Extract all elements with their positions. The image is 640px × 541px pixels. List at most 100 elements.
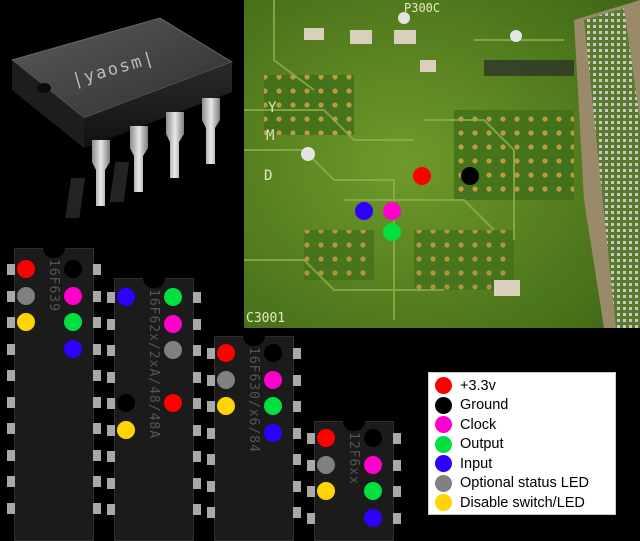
pin-right xyxy=(293,348,301,359)
pin-left xyxy=(7,290,15,302)
pin-dot-input xyxy=(64,339,82,358)
legend-item-output: Output xyxy=(435,435,615,455)
pin-dot-input xyxy=(117,288,135,306)
pin-right xyxy=(193,424,201,436)
pin-left xyxy=(107,477,115,489)
dip-chip-2: 16F62x/2xA/48/48A xyxy=(107,278,201,541)
pin-dot-disable xyxy=(317,482,335,500)
pin-right xyxy=(293,454,301,465)
pin-right xyxy=(93,264,101,275)
legend-swatch xyxy=(435,416,452,434)
pin-left xyxy=(107,504,115,515)
pin-dot-status_led xyxy=(17,286,35,305)
pin-right xyxy=(193,345,201,356)
pin-dot-input xyxy=(264,423,282,442)
chip-notch xyxy=(43,248,65,258)
legend-item-input: Input xyxy=(435,454,615,474)
pin-right xyxy=(193,371,201,383)
pin-dot-output xyxy=(364,482,382,500)
pin-left xyxy=(7,264,15,275)
pin-left xyxy=(107,451,115,462)
legend-swatch xyxy=(435,435,452,453)
pin-left xyxy=(7,396,15,408)
pin-dot-disable xyxy=(117,420,135,439)
pin-right xyxy=(93,502,101,514)
legend-swatch xyxy=(435,455,452,473)
silk-c3001: C3001 xyxy=(246,311,285,326)
pin-left xyxy=(107,371,115,383)
legend-swatch xyxy=(435,494,452,512)
pin-dot-status_led xyxy=(317,455,335,474)
pin-left xyxy=(7,502,15,514)
pin-dot-clock xyxy=(264,370,282,389)
pin-left xyxy=(107,398,115,409)
probe-output xyxy=(383,223,401,241)
silk-m: M xyxy=(266,128,274,144)
pin-left xyxy=(207,507,215,518)
pin-left xyxy=(7,370,15,381)
pin-left xyxy=(7,343,15,355)
probe-input xyxy=(355,202,373,220)
chip-label: 16F630/x6/84 xyxy=(246,347,261,453)
probe-ground xyxy=(461,167,479,185)
pin-right xyxy=(93,476,101,487)
pin-right xyxy=(93,370,101,381)
pin-right xyxy=(393,512,401,524)
pin-right xyxy=(93,343,101,355)
pin-left xyxy=(307,433,315,444)
silk-y: Y xyxy=(268,100,277,116)
pin-left xyxy=(207,374,215,386)
pin-right xyxy=(393,459,401,471)
pin-right xyxy=(193,504,201,515)
pin-dot-status_led xyxy=(217,370,235,389)
pin-right xyxy=(393,433,401,444)
legend-label: Clock xyxy=(460,416,497,433)
pin-right xyxy=(193,398,201,409)
legend-item-status_led: Optional status LED xyxy=(435,474,615,494)
pin-left xyxy=(307,486,315,497)
legend-item-ground: Ground xyxy=(435,396,615,416)
pin-dot-power xyxy=(317,429,335,447)
pin-right xyxy=(193,451,201,462)
pin-dot-clock xyxy=(164,314,182,333)
pin-right xyxy=(93,449,101,461)
pin-left xyxy=(107,345,115,356)
pin-dot-disable xyxy=(217,397,235,415)
legend-swatch xyxy=(435,377,452,395)
pin-left xyxy=(307,512,315,524)
dip-chip-3: 16F630/x6/84 xyxy=(207,336,301,541)
legend-label: Input xyxy=(460,455,493,472)
pin-right xyxy=(293,401,301,412)
dip-chip-4: 12F6xx xyxy=(307,421,401,541)
pin-right xyxy=(93,423,101,434)
legend-label: Optional status LED xyxy=(460,475,589,492)
pin-left xyxy=(207,480,215,492)
pin-right xyxy=(93,317,101,328)
pin-left xyxy=(7,476,15,487)
chip-label: 16F639 xyxy=(46,259,61,312)
pin-right xyxy=(193,292,201,303)
legend-swatch xyxy=(435,396,452,414)
dip-chip-1: 16F639 xyxy=(7,248,101,541)
silk-d: D xyxy=(264,168,272,184)
pin-dot-clock xyxy=(364,455,382,474)
pin-dot-ground xyxy=(364,429,382,447)
pin-right xyxy=(293,427,301,439)
pin-left xyxy=(7,449,15,461)
pin-dot-ground xyxy=(264,344,282,362)
pin-dot-power xyxy=(164,394,182,412)
pin-dot-status_led xyxy=(164,341,182,359)
pin-left xyxy=(107,292,115,303)
legend-label: +3.3v xyxy=(460,377,496,394)
pin-left xyxy=(7,423,15,434)
pin-right xyxy=(93,396,101,408)
pin-right xyxy=(293,480,301,492)
pin-dot-ground xyxy=(117,394,135,412)
pcb-photo: P300C Y M D C3001 xyxy=(244,0,640,328)
pin-dot-power xyxy=(17,260,35,278)
chip-label: 16F62x/2xA/48/48A xyxy=(146,289,161,440)
legend-label: Output xyxy=(460,436,504,453)
pin-left xyxy=(207,427,215,439)
pin-right xyxy=(293,374,301,386)
pin-dot-input xyxy=(364,508,382,527)
